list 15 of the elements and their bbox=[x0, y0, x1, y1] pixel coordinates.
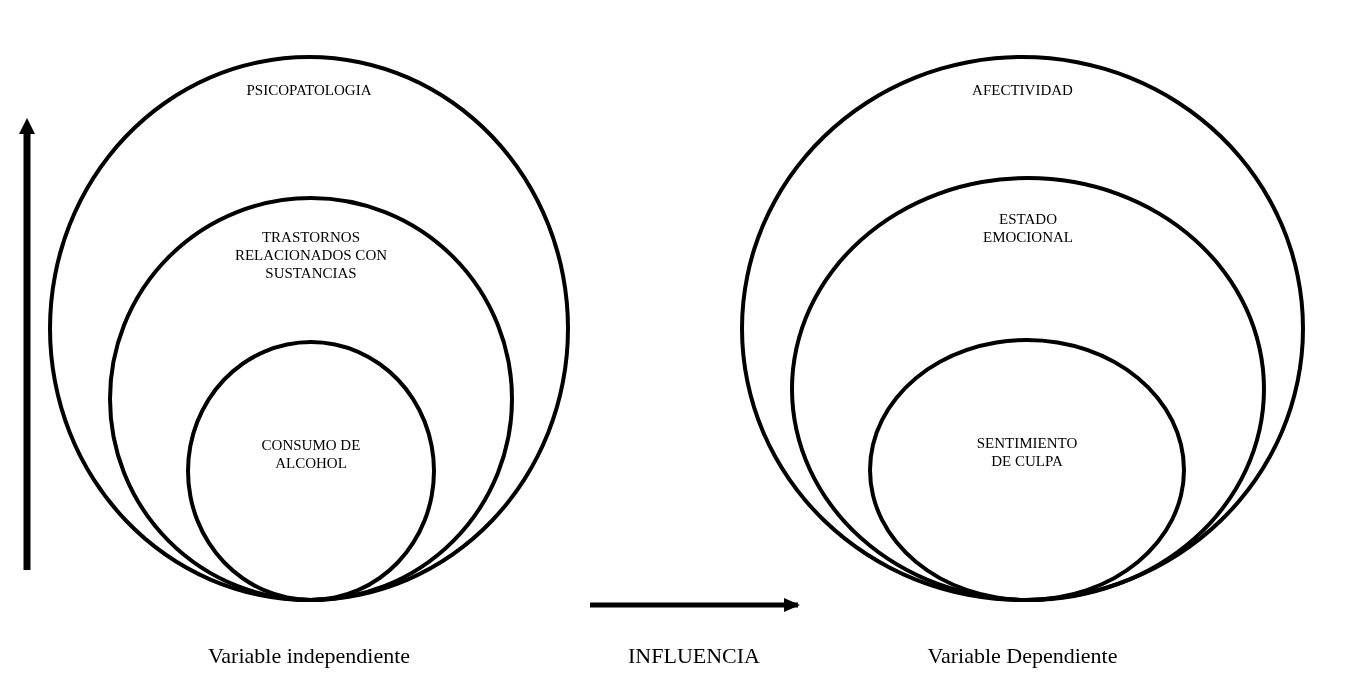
circle-label: AFECTIVIDAD bbox=[971, 81, 1074, 99]
circle-label: SENTIMIENTO DE CULPA bbox=[975, 434, 1079, 470]
circle-label: TRASTORNOS RELACIONADOS CON SUSTANCIAS bbox=[233, 228, 389, 282]
circle-label: CONSUMO DE ALCOHOL bbox=[260, 436, 362, 472]
circle-label: ESTADO EMOCIONAL bbox=[982, 210, 1074, 246]
circle bbox=[186, 340, 436, 602]
circle bbox=[790, 176, 1266, 602]
caption-text: Variable Dependiente bbox=[927, 643, 1118, 669]
circle bbox=[48, 55, 570, 602]
circle bbox=[740, 55, 1305, 602]
circle-label: PSICOPATOLOGIA bbox=[245, 81, 373, 99]
caption-text: Variable independiente bbox=[207, 643, 411, 669]
circle bbox=[868, 338, 1186, 602]
arrow bbox=[590, 598, 800, 612]
circle bbox=[108, 196, 514, 602]
